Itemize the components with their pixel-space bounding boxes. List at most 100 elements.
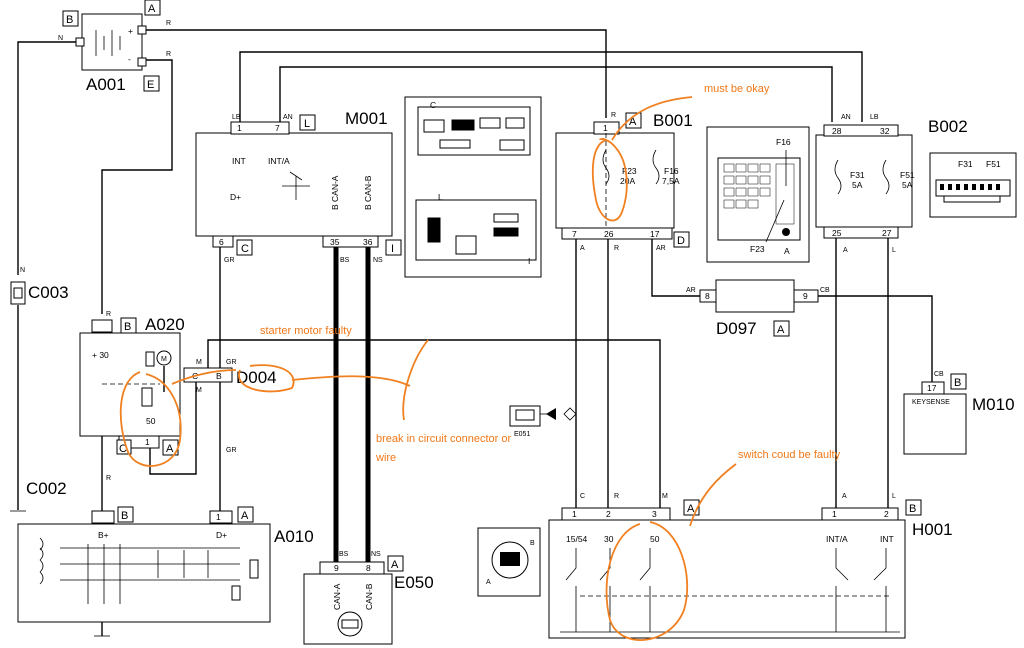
svg-text:+: +	[128, 26, 133, 36]
inset-label: I	[528, 256, 530, 266]
wire-label: R	[611, 112, 616, 119]
pin-label: 8	[366, 563, 371, 573]
component-a010[interactable]: B 1 A A010 B+ D+	[17, 506, 314, 623]
inset-label: A	[486, 579, 491, 586]
wire-label: LB	[232, 114, 241, 121]
component-b002[interactable]: 28 32 AN LB B002 F31 5A F51 5A 25 27 A L	[815, 114, 968, 254]
pin-label: 6	[219, 237, 224, 247]
d004-label: D004	[236, 368, 277, 387]
pin-label: 1	[237, 123, 242, 133]
wire-label: GR	[226, 359, 237, 366]
wire-label: NS	[373, 257, 383, 264]
pin-label: 27	[882, 228, 892, 238]
a001-tag-b: B	[66, 14, 73, 26]
component-a020[interactable]: R B A020 + 30 M 50 1 C A	[79, 311, 185, 456]
h001-label: H001	[912, 520, 953, 539]
inset-b002-location: F31 F51	[929, 152, 1017, 218]
a020-tag-a: A	[166, 443, 174, 455]
pin-label: 28	[832, 126, 842, 136]
wire-label: M	[196, 359, 202, 366]
m010-keysense-label: KEYSENSE	[912, 399, 950, 406]
pin-label: + 30	[92, 350, 109, 360]
component-m001[interactable]: 1 7 L M001 INT INT/A D+ B CAN-A B CAN-B …	[195, 109, 402, 264]
fuse-label: 7,5A	[662, 176, 680, 186]
m001-tag-c: C	[241, 243, 249, 255]
m010-tag: B	[954, 377, 961, 389]
b002-label: B002	[928, 117, 968, 136]
pin-label: 7	[572, 229, 577, 239]
m001-tag: L	[304, 118, 310, 130]
d097-label: D097	[716, 319, 757, 338]
c003-label: C003	[28, 283, 69, 302]
component-m010[interactable]: CB 17 B KEYSENSE M010	[903, 371, 1015, 455]
component-e051: E051	[509, 405, 577, 438]
pin-label: B CAN-B	[363, 175, 373, 210]
m001-tag-i: I	[391, 243, 394, 255]
pin-label: 2	[606, 509, 611, 519]
a010-label: A010	[274, 527, 314, 546]
pin-label: CAN-B	[364, 583, 374, 610]
a020-label: A020	[145, 315, 185, 334]
inset-label: B	[530, 540, 535, 547]
annotation-starter-motor-faulty: starter motor faulty	[260, 325, 352, 337]
pin-label: 17	[927, 383, 937, 393]
component-a001[interactable]: + - B A A001 E N R R	[58, 0, 171, 94]
fuse-label: F23	[622, 166, 637, 176]
wire-label: R	[106, 475, 111, 482]
component-d097[interactable]: 8 9 AR CB D097 A	[686, 279, 830, 338]
annotation-break-circuit-2: wire	[375, 452, 396, 464]
pin-label: D+	[216, 530, 227, 540]
a020-tag-c: C	[119, 443, 127, 455]
svg-text:-: -	[128, 54, 131, 64]
wire-label: M	[196, 387, 202, 394]
inset-label: A	[784, 246, 790, 256]
e050-label: E050	[394, 573, 434, 592]
pin-label: INT/A	[826, 534, 848, 544]
pin-label: INT	[880, 534, 894, 544]
pin-label: 1	[216, 512, 221, 522]
annotations: must be okay starter motor faulty break …	[119, 83, 841, 641]
inset-label: F23	[750, 244, 765, 254]
b001-tag-d: D	[677, 235, 685, 247]
component-d004[interactable]: C B D004 M GR M GR	[183, 359, 277, 454]
m001-label: M001	[345, 109, 388, 128]
pin-label: 8	[705, 291, 710, 301]
pin-label: 1	[832, 509, 837, 519]
a020-tag-b: B	[124, 321, 131, 333]
annotation-must-be-okay: must be okay	[704, 83, 770, 95]
pin-label: 32	[880, 126, 890, 136]
component-e050[interactable]: 9 8 BS NS A E050 CAN-A CAN-B	[303, 551, 434, 645]
fuse-label: F31	[850, 170, 865, 180]
pin-label: B CAN-A	[330, 175, 340, 210]
pin-label: 7	[275, 123, 280, 133]
fuse-label: 5A	[852, 180, 863, 190]
inset-label: F51	[986, 159, 1001, 169]
wire-label: CB	[934, 371, 944, 378]
pin-label: 26	[604, 229, 614, 239]
annotation-break-circuit-1: break in circuit connector or	[376, 433, 511, 445]
fuse-label: 20A	[620, 176, 635, 186]
pin-label: B+	[98, 530, 109, 540]
c002-label: C002	[26, 479, 67, 498]
wire-label: M	[662, 493, 668, 500]
pin-label: 35	[330, 237, 340, 247]
wire-label: R	[106, 311, 111, 318]
a001-label: A001	[86, 75, 126, 94]
pin-label: 36	[363, 237, 373, 247]
h001-tag-b: B	[909, 503, 916, 515]
inset-label: F31	[958, 159, 973, 169]
pin-label: 50	[650, 534, 660, 544]
wire-label: R	[614, 245, 619, 252]
pin-label: 1	[603, 123, 608, 133]
wire-label: R	[166, 51, 171, 58]
component-h001[interactable]: C R M A L 1 2 3 A 1 2 B H001 15/54 30 50…	[548, 493, 953, 639]
inset-m001-location: C L I	[404, 96, 542, 278]
component-b001[interactable]: 1 R A B001 F23 20A F16 7,5A 7 26 17 D A …	[555, 111, 693, 252]
wire-label: L	[892, 247, 896, 254]
pin-label: CAN-A	[332, 583, 342, 610]
component-c003[interactable]: N C003	[10, 267, 69, 305]
pin-label: 15/54	[566, 534, 588, 544]
pin-label: 3	[652, 509, 657, 519]
annotation-switch-faulty: switch coud be faulty	[738, 449, 841, 461]
pin-label: 25	[832, 228, 842, 238]
